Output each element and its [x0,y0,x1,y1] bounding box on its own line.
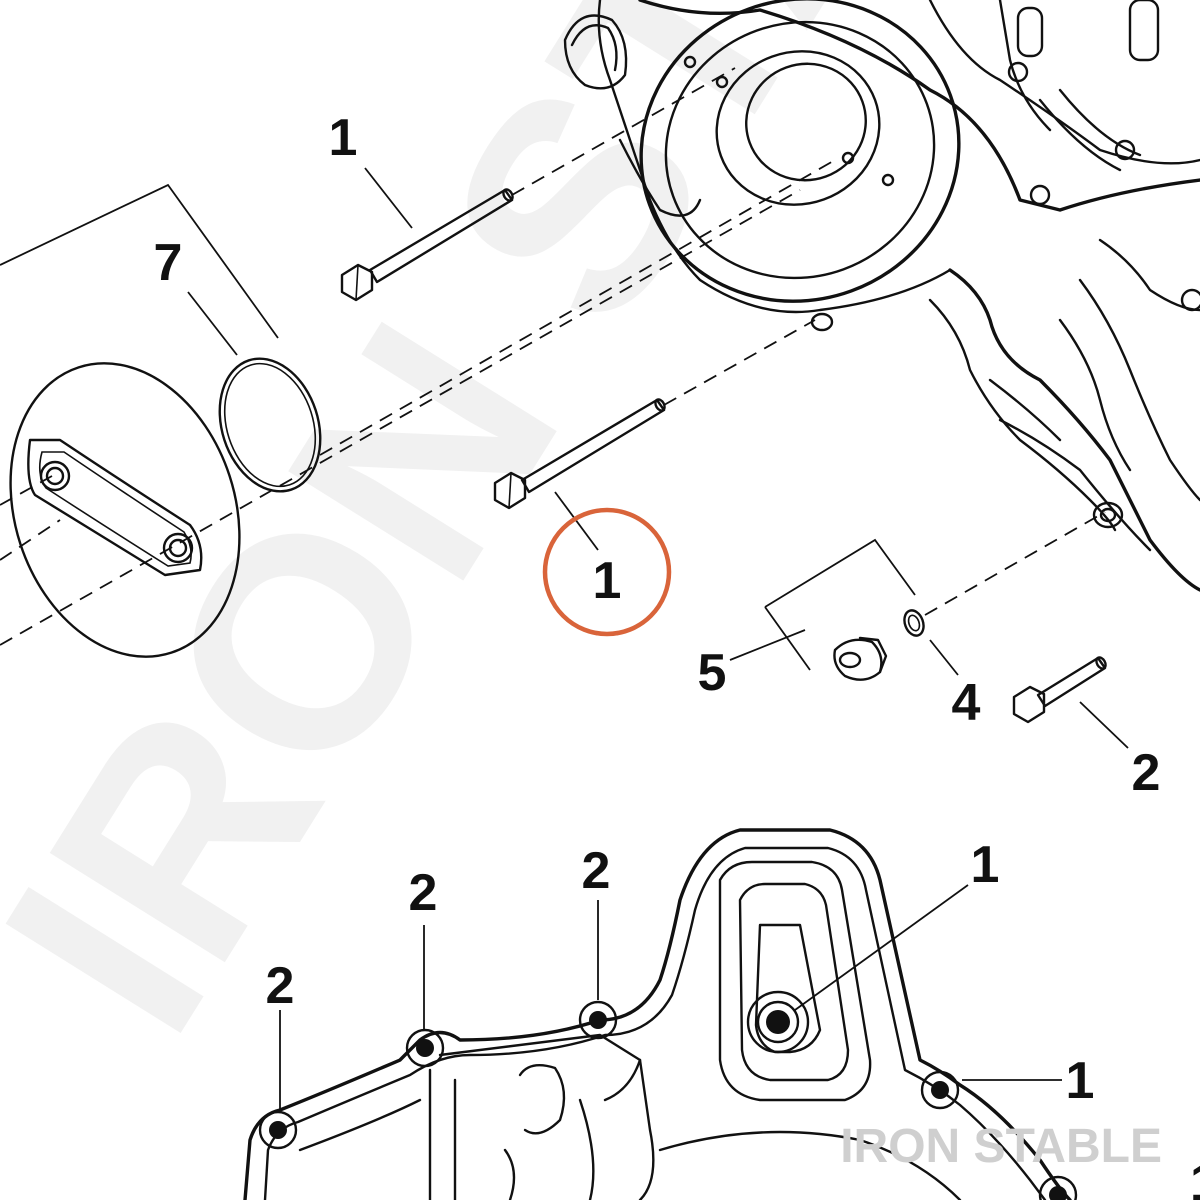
o-ring [218,357,322,493]
callout-2-short-bolt: 2 [1132,744,1161,802]
short-bolt [1012,656,1107,724]
callout-7-o-ring: 7 [154,234,183,292]
callout-4-washer: 4 [952,674,981,732]
callout-1-top-bolt: 1 [329,109,358,167]
callout-1-right-bolt: 1 [1066,1052,1095,1110]
engine-housing-upper [563,0,1200,592]
callout-1-highlighted-bolt: 1 [593,552,622,610]
sealing-washer [903,609,925,637]
long-bolt-highlighted [493,398,666,510]
callout-2-left-bolt: 2 [266,957,295,1015]
callout-5-drain-plug: 5 [698,644,727,702]
corner-watermark: IRON STABLE [840,1120,1162,1173]
callout-2-middle-bolt: 2 [409,864,438,922]
callout-2-upper-bolt: 2 [582,842,611,900]
callout-1-center-bolt: 1 [971,836,1000,894]
derby-cover [9,362,241,658]
long-bolt-top [340,188,514,302]
leader-lines [0,167,1129,1110]
drain-plug [833,636,888,681]
engine-housing-lower [243,828,1078,1200]
assembly-axes [0,67,1106,646]
callout-1-edge-bolt: 1 [1190,1154,1200,1200]
highlight-circle [542,507,672,637]
